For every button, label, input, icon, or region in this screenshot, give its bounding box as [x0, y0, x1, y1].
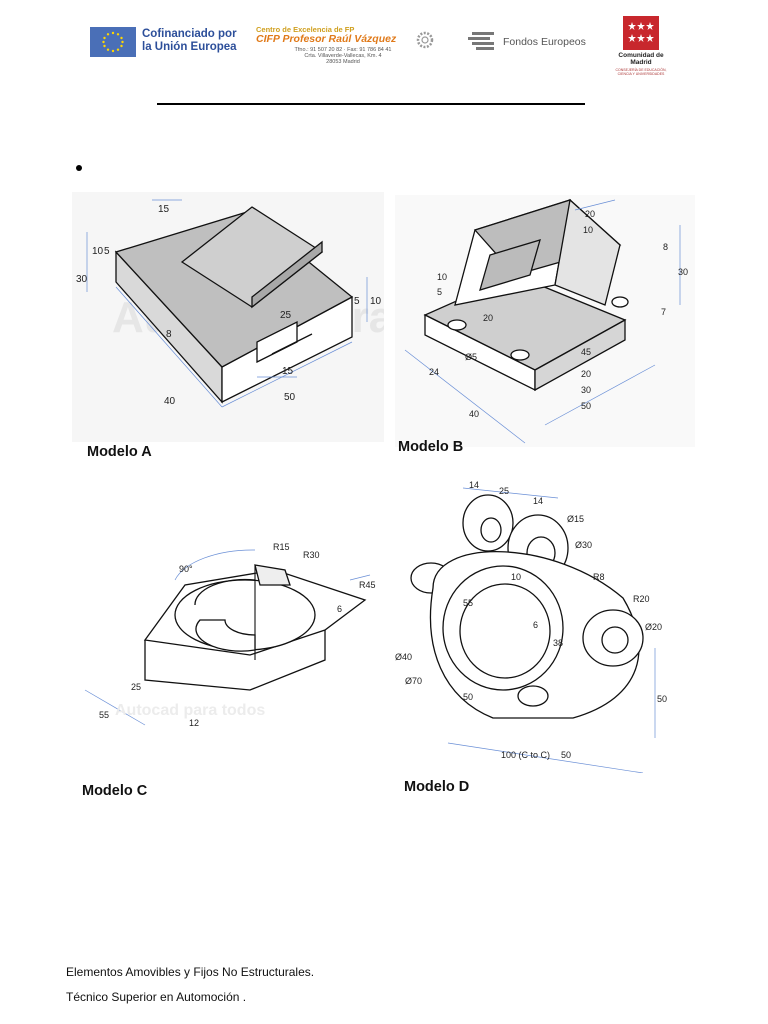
- dim-d-4: Ø15: [567, 514, 584, 524]
- fondos-europeos-text: Fondos Europeos: [503, 36, 586, 48]
- modelo-d-label: Modelo D: [404, 779, 470, 795]
- modelo-b-drawing: 20 10 8 30 10 5 20 7 Ø5 24 40 45 20 30 5…: [395, 195, 695, 447]
- cifp-city: 28053 Madrid: [326, 59, 360, 66]
- dim-b-13: 20: [581, 369, 591, 379]
- dim-d-18: 50: [657, 694, 667, 704]
- comunidad-madrid-flag-icon: [623, 16, 659, 50]
- dim-d-13: Ø40: [395, 652, 412, 662]
- header-rule: [157, 103, 585, 105]
- dim-a-9: 15: [282, 366, 294, 377]
- modelo-a-dimensions: 15 10 5 30 8 25 5 10 15 40 50: [76, 204, 382, 407]
- dim-c-1: 90°: [179, 564, 193, 574]
- cifp-address: Crta. Villaverde-Vallecas, Km. 4: [304, 53, 382, 60]
- dim-b-11: 40: [469, 409, 479, 419]
- dim-d-8: 55: [463, 598, 473, 608]
- dim-b-7: 20: [483, 313, 493, 323]
- dim-d-5: Ø30: [575, 540, 592, 550]
- dim-b-9: Ø5: [465, 352, 477, 362]
- modelo-c-drawing: Autocad para todos 90° R15 R30 R45 6 25 …: [84, 542, 376, 728]
- dim-b-8: 7: [661, 307, 666, 317]
- dim-a-11: 50: [284, 392, 296, 403]
- dim-c-3: R30: [303, 550, 320, 560]
- gear-icon: [416, 31, 434, 49]
- modelo-b-label: Modelo B: [398, 439, 464, 455]
- dim-c-8: 12: [189, 718, 199, 728]
- modelo-b-dimensions: 20 10 8 30 10 5 20 7 Ø5 24 40 45 20 30 5…: [429, 209, 688, 419]
- dim-c-2: R15: [273, 542, 290, 552]
- bullet-point: [76, 165, 82, 171]
- dim-a-5: 8: [166, 329, 172, 340]
- dim-a-10: 40: [164, 396, 176, 407]
- watermark-c: Autocad para todos: [115, 702, 265, 719]
- dim-b-3: 8: [663, 242, 668, 252]
- dim-a-3: 5: [104, 246, 110, 257]
- footer-course: Técnico Superior en Automoción .: [66, 990, 247, 1004]
- dim-d-6: R8: [593, 572, 605, 582]
- dim-b-4: 30: [678, 267, 688, 277]
- dim-a-1: 15: [158, 204, 170, 215]
- dim-b-2: 10: [583, 225, 593, 235]
- dim-b-6: 5: [437, 287, 442, 297]
- dim-d-15: 50: [463, 692, 473, 702]
- dim-c-7: 55: [99, 710, 109, 720]
- eu-flag-icon: [90, 27, 136, 57]
- dim-b-12: 45: [581, 347, 591, 357]
- dim-a-6: 25: [280, 310, 292, 321]
- dim-c-5: 6: [337, 604, 342, 614]
- comunidad-madrid-consejeria: CONSEJERÍA DE EDUCACIÓN, CIENCIA Y UNIVE…: [615, 68, 667, 76]
- comunidad-madrid-text: Comunidad de Madrid: [618, 52, 664, 66]
- dim-d-9: 6: [533, 620, 538, 630]
- dim-d-10: 38: [553, 638, 563, 648]
- modelo-d-drawing: 14 25 14 Ø15 Ø30 R8 10 55 6 38 R20 Ø20 Ø…: [395, 480, 667, 773]
- cifp-subtitle: Centro de Excelencia de FP: [256, 25, 355, 34]
- dim-d-11: R20: [633, 594, 650, 604]
- cifp-name: CIFP Profesor Raúl Vázquez: [256, 33, 397, 45]
- dim-b-5: 10: [437, 272, 447, 282]
- dim-d-3: 14: [533, 496, 543, 506]
- dim-d-12: Ø20: [645, 622, 662, 632]
- cifp-phone: Tfno.: 91 507 20 82 · Fax: 91 786 84 41: [294, 47, 392, 53]
- dim-d-14: Ø70: [405, 676, 422, 686]
- dim-d-17: 50: [561, 750, 571, 760]
- modelo-d-dimensions: 14 25 14 Ø15 Ø30 R8 10 55 6 38 R20 Ø20 Ø…: [395, 480, 667, 760]
- dim-b-14: 30: [581, 385, 591, 395]
- dim-a-2: 10: [92, 246, 104, 257]
- modelo-a-label: Modelo A: [87, 444, 152, 460]
- modelo-a-drawing: Autocad para todos 15 10 5 30 8 25 5 10 …: [72, 192, 384, 442]
- dim-d-1: 14: [469, 480, 479, 490]
- footer-module: Elementos Amovibles y Fijos No Estructur…: [66, 965, 315, 979]
- dim-b-10: 24: [429, 367, 439, 377]
- modelo-c-label: Modelo C: [82, 783, 148, 799]
- dim-b-15: 50: [581, 401, 591, 411]
- dim-c-4: R45: [359, 580, 376, 590]
- dim-d-16: 100 (C to C): [501, 750, 550, 760]
- dim-c-6: 25: [131, 682, 141, 692]
- dim-a-4: 30: [76, 274, 88, 285]
- dim-a-7: 5: [354, 296, 360, 307]
- dim-d-7: 10: [511, 572, 521, 582]
- fondos-europeos-icon: [468, 32, 494, 50]
- dim-d-2: 25: [499, 486, 509, 496]
- cifp-contact: Tfno.: 91 507 20 82 · Fax: 91 786 84 41 …: [268, 47, 418, 66]
- modelo-c-dimensions: 90° R15 R30 R45 6 25 55 12: [99, 542, 376, 728]
- dim-b-1: 20: [585, 209, 595, 219]
- dim-a-8: 10: [370, 296, 382, 307]
- eu-logo-text: Cofinanciado por la Unión Europea: [142, 28, 237, 53]
